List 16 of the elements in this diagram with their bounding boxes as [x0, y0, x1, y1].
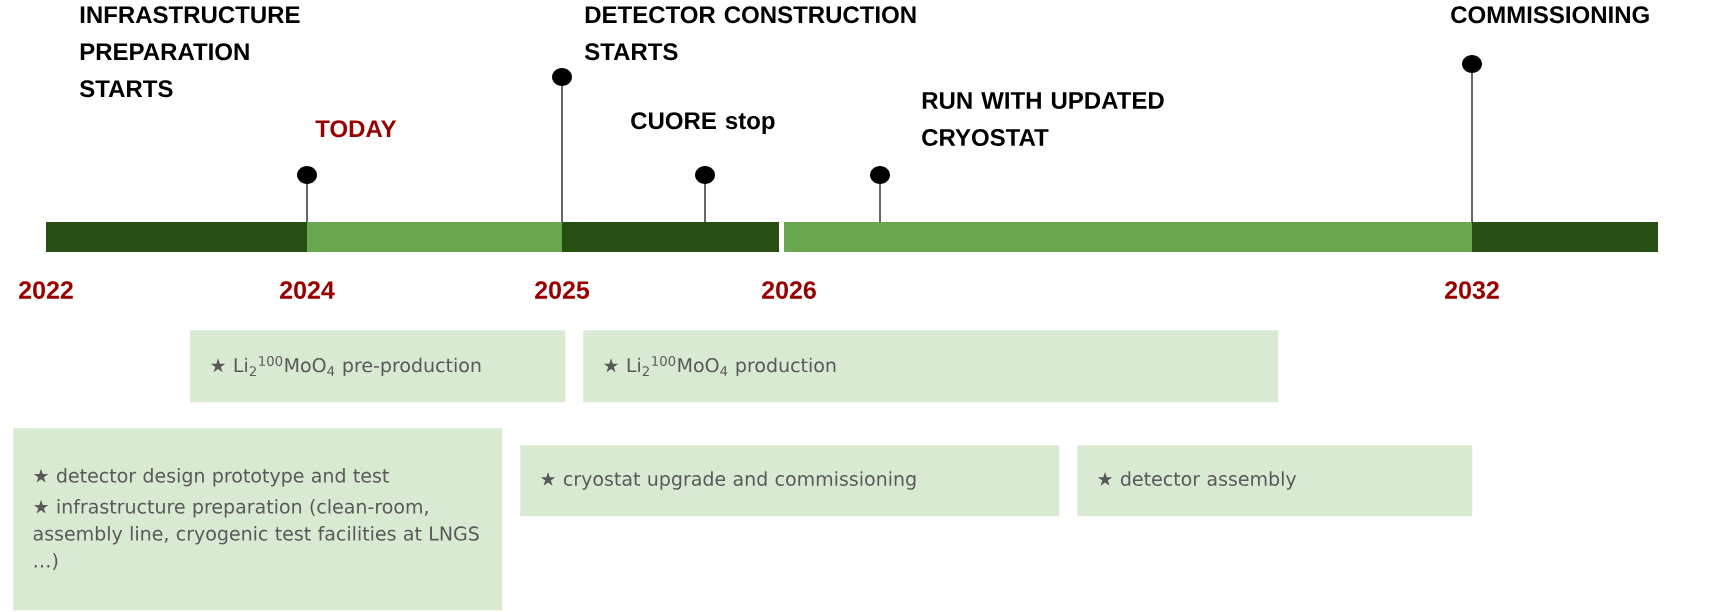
year-label: 2022 [19, 281, 73, 299]
task-box: ★ Li$_{2}$$^{100}$MoO$_{4}$ pre-production [190, 330, 566, 403]
milestone-label: DETECTOR CONSTRUCTION STARTS [584, 6, 916, 61]
year-label: 2025 [535, 281, 590, 299]
task-box: ★ detector assembly [1077, 445, 1473, 517]
today-label: TODAY [315, 120, 397, 138]
milestone-label: CUORE stop [631, 112, 775, 134]
task-box: ★ cryostat upgrade and commissioning [520, 445, 1060, 517]
milestone-label: COMMISSIONING [1451, 6, 1649, 24]
milestone-label: RUN WITH UPDATED CRYOSTAT [922, 92, 1164, 146]
milestone-label: INFRASTRUCTURE PREPARATION STARTS [79, 6, 300, 98]
year-label: 2032 [1445, 281, 1499, 299]
task-box: ★ Li$_{2}$$^{100}$MoO$_{4}$ production [583, 330, 1279, 403]
year-label: 2026 [762, 281, 816, 299]
task-box: ★ detector design prototype and test ★ infrastructure preparation (clean-room, assembly line, cryogenic test facilities at LNGS …) [13, 428, 503, 611]
year-label: 2024 [280, 281, 335, 299]
